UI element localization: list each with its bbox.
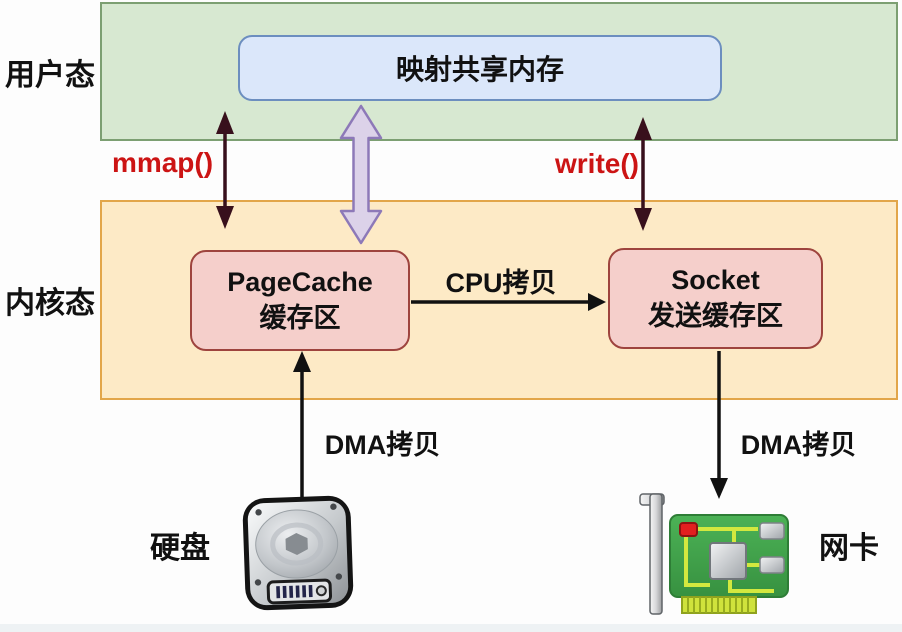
shared-memory-label: 映射共享内存	[395, 54, 564, 85]
mmap-label: mmap()	[111, 147, 214, 178]
pagecache-label-line1: PageCache	[227, 267, 373, 298]
socket-node: Socket 发送缓存区	[608, 248, 823, 349]
socket-label-line1: Socket	[671, 265, 760, 296]
pagecache-node: PageCache 缓存区	[190, 250, 410, 351]
hard-disk-icon	[242, 495, 354, 611]
cpu-copy-label: CPU拷贝	[445, 268, 557, 298]
write-label: write()	[555, 148, 639, 179]
bottom-edge-strip	[0, 624, 902, 632]
nic-label: 网卡	[819, 532, 879, 565]
disk-label: 硬盘	[150, 532, 210, 565]
network-card-icon	[639, 493, 789, 615]
socket-label-line2: 发送缓存区	[648, 300, 783, 331]
shared-memory-node: 映射共享内存	[238, 35, 722, 101]
dma-copy-nic-label: DMA拷贝	[740, 430, 857, 460]
user-mode-label: 用户态	[5, 59, 95, 92]
dma-copy-disk-label: DMA拷贝	[324, 430, 441, 460]
pagecache-label-line2: 缓存区	[259, 302, 341, 333]
kernel-mode-label: 内核态	[5, 287, 95, 320]
